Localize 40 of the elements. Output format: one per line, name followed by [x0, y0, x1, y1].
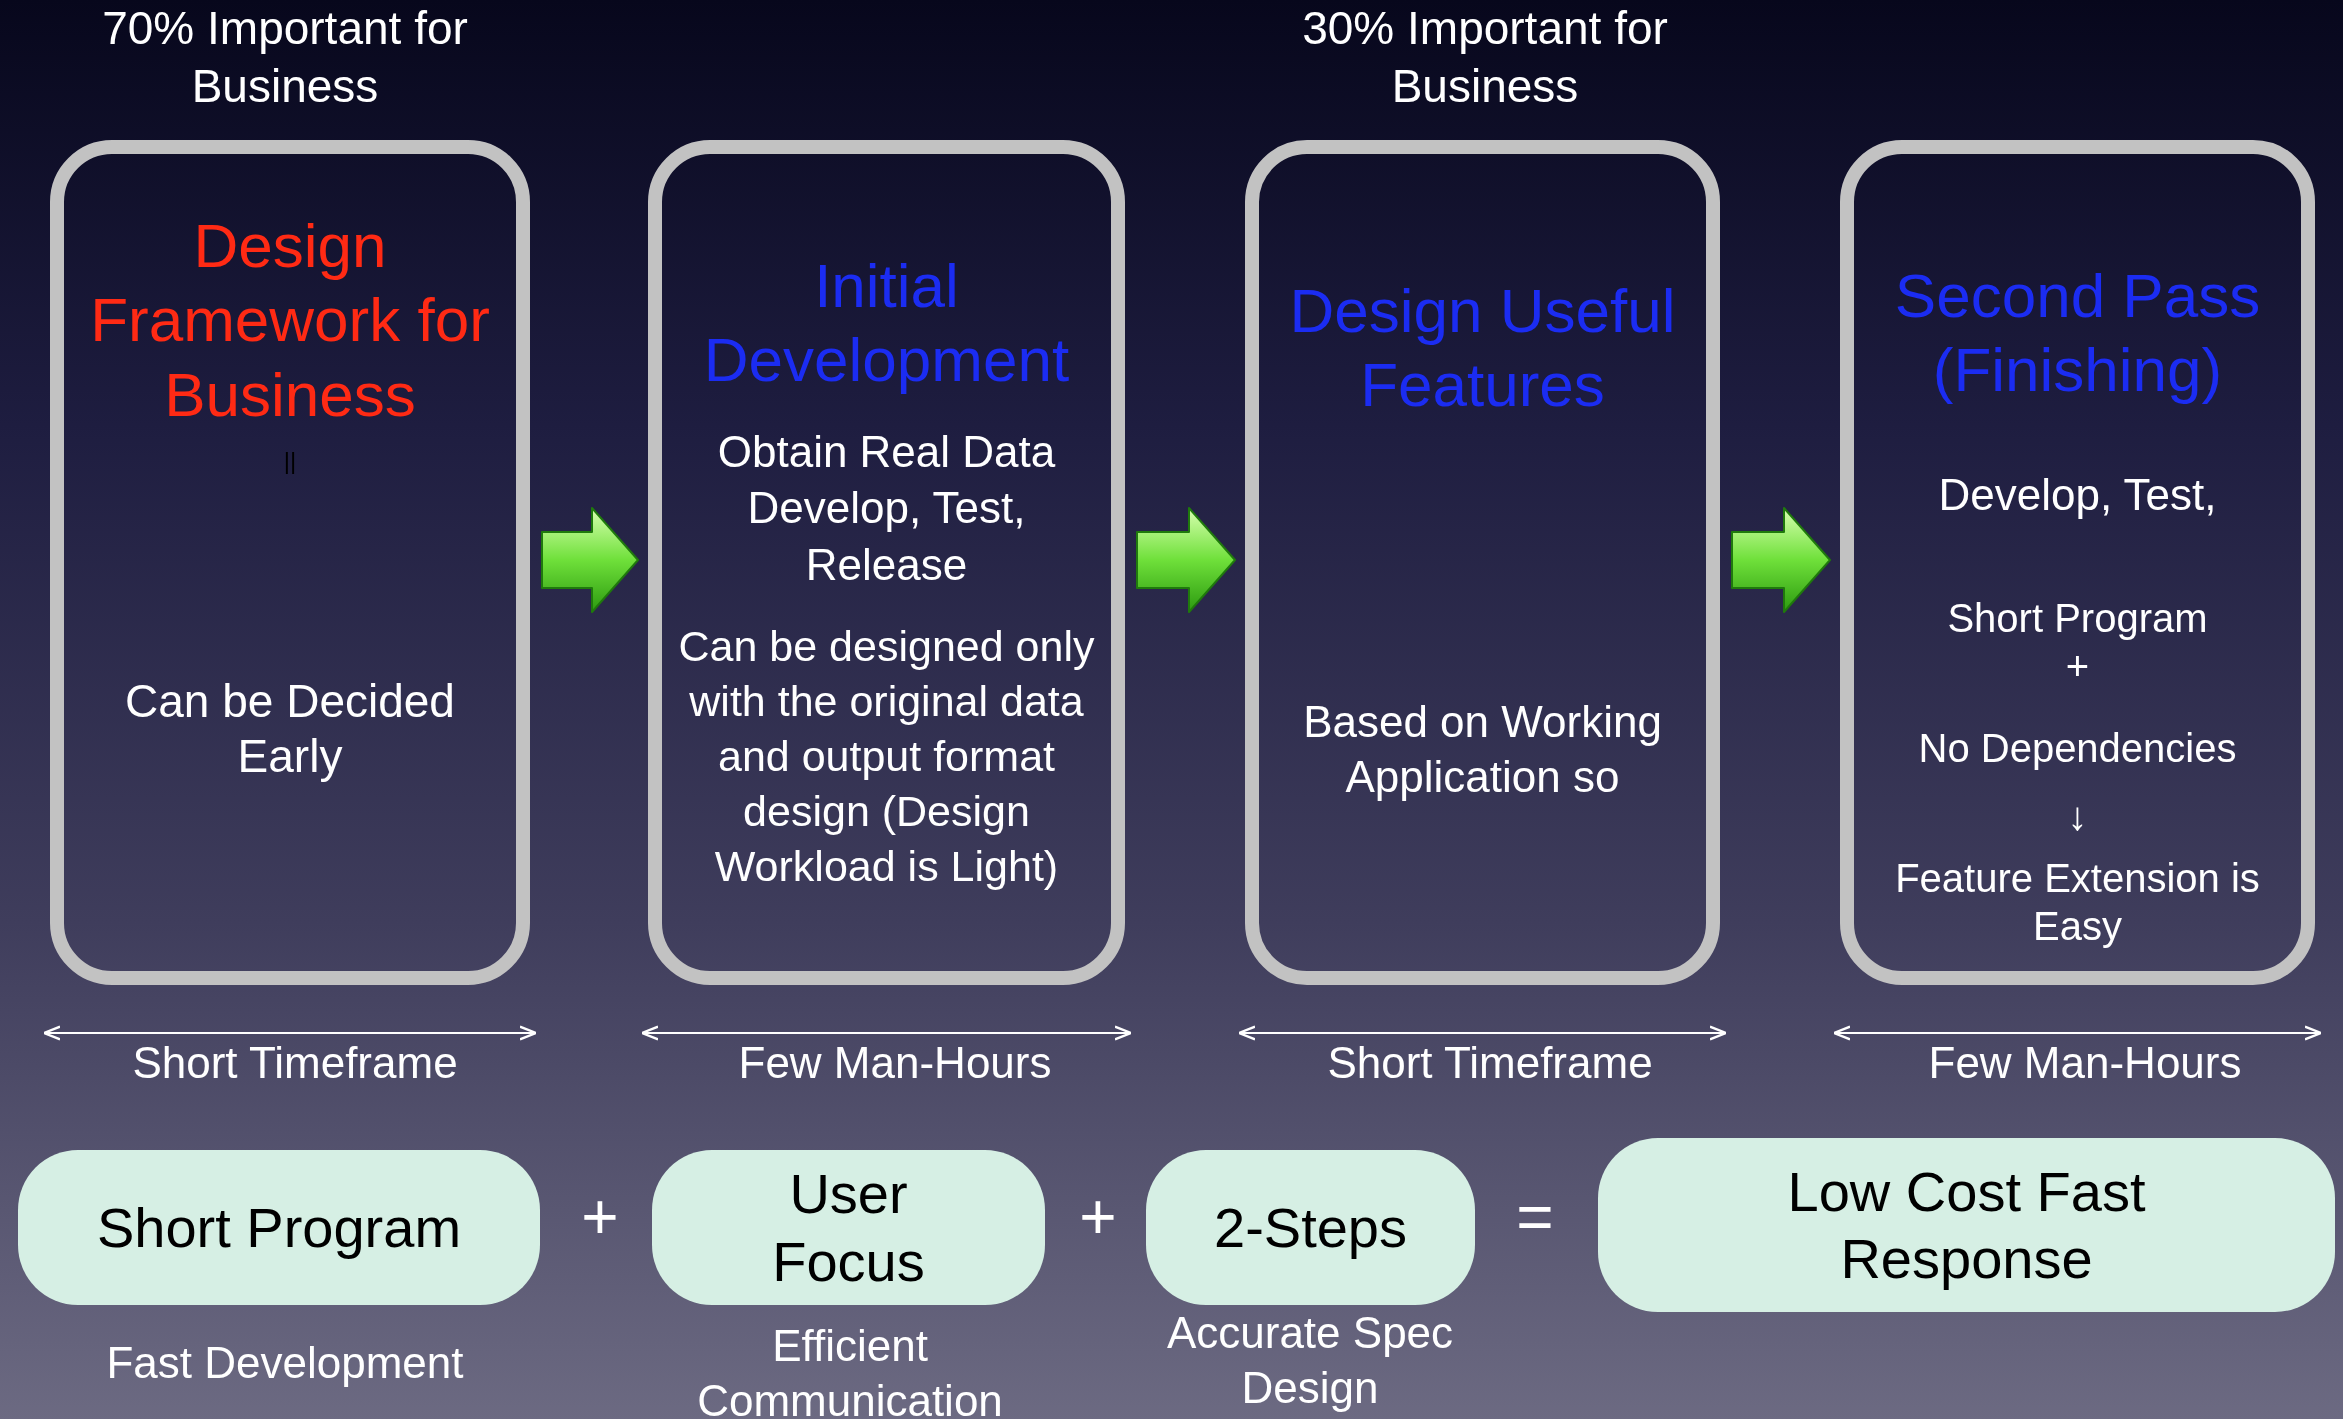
- importance-label: 30% Important for Business: [1301, 1, 1669, 114]
- pill-caption: Accurate Spec Design: [1165, 1307, 1455, 1414]
- operator-sign: =: [1515, 1180, 1555, 1254]
- pill-text: Low Cost Fast Response: [1786, 1158, 2147, 1292]
- pill-text: Short Program: [96, 1194, 462, 1261]
- box-heading: Design Useful Features: [1288, 275, 1677, 422]
- operator-sign: +: [1078, 1180, 1118, 1254]
- duration-label: Short Timeframe: [131, 1037, 459, 1089]
- pill-caption: Fast Development: [105, 1337, 465, 1389]
- box-text: Develop, Test,: [1937, 469, 2218, 521]
- process-box: [648, 140, 1125, 985]
- box-text: ↓: [2066, 794, 2089, 838]
- result-pill: [1598, 1138, 2335, 1312]
- box-text: No Dependencies: [1917, 725, 2238, 772]
- process-box: [1840, 140, 2315, 985]
- process-box: [1245, 140, 1720, 985]
- box-text: Obtain Real Data Develop, Test, Release: [716, 426, 1057, 591]
- box-text: +: [2064, 644, 2091, 688]
- arrow: [541, 507, 639, 613]
- process-box: [50, 140, 530, 985]
- duration-label: Short Timeframe: [1326, 1037, 1654, 1089]
- duration-label: Few Man-Hours: [737, 1037, 1053, 1089]
- box-text: Based on Working Application so: [1302, 696, 1663, 803]
- box-heading: Second Pass (Finishing): [1893, 260, 2262, 407]
- operator-sign: +: [580, 1180, 620, 1254]
- result-pill: [652, 1150, 1045, 1305]
- importance-label: 70% Important for Business: [101, 1, 469, 114]
- pill-caption: Efficient Communication: [696, 1320, 1004, 1419]
- box-text: ||: [282, 449, 298, 473]
- box-text: Feature Extension is Easy: [1894, 855, 2261, 950]
- box-text: Can be Decided Early: [124, 674, 456, 785]
- arrow: [1136, 507, 1236, 613]
- box-heading: Design Framework for Business: [89, 210, 491, 431]
- pill-text: User Focus: [771, 1161, 926, 1295]
- duration-label: Few Man-Hours: [1927, 1037, 2243, 1089]
- box-text: Can be designed only with the original data and output format design (Design Workload is Light): [677, 621, 1096, 893]
- box-text: Short Program: [1946, 595, 2209, 642]
- box-heading: Initial Development: [702, 250, 1071, 397]
- pill-text: 2-Steps: [1214, 1194, 1407, 1261]
- arrow: [1731, 507, 1831, 613]
